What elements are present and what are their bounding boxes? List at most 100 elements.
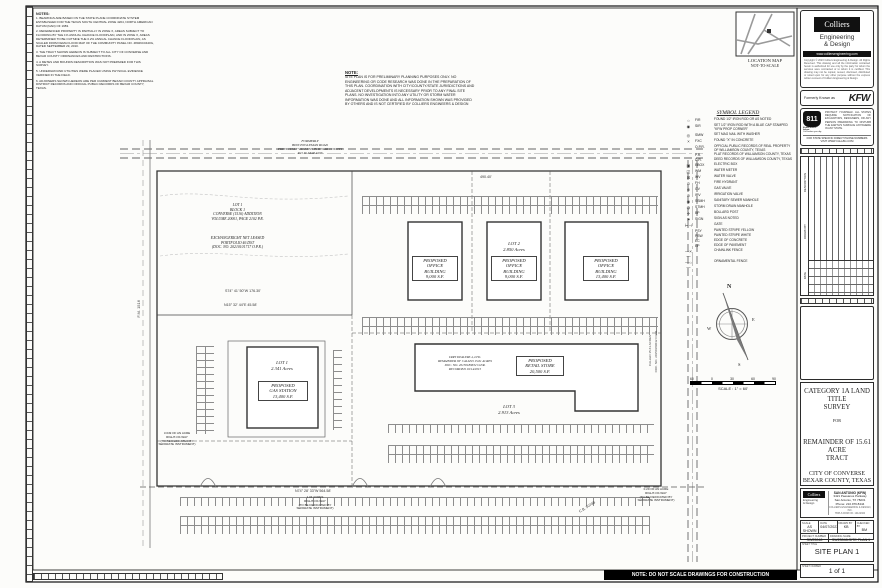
dirt-dealers-label: DIRT DEALERS 4, LTD. REMAINDER OF CALLED…	[438, 355, 492, 371]
legend-item: O.P.R.OFFICIAL PUBLIC RECORDS OF REAL PR…	[695, 143, 791, 152]
formerly-label: Formerly Known as	[804, 96, 835, 100]
sheet-number-label: SHEET NUMBER	[802, 565, 821, 568]
do-not-scale-banner: NOTE: DO NOT SCALE DRAWINGS FOR CONSTRUC…	[604, 570, 797, 580]
chainlink-fence-icon: —×—	[685, 249, 692, 260]
compass-south-label: S	[738, 362, 741, 367]
left-margin-ruler	[26, 6, 33, 582]
sheet-title-label: SHEET TITLE	[802, 543, 818, 546]
parking-row	[205, 346, 214, 434]
compass-north-label: N	[727, 284, 732, 290]
location-map-label: LOCATION MAP	[747, 58, 783, 63]
scale-bar-ticks: 60 0 30 60 90	[690, 377, 776, 381]
legend-item: ⊢⊣GATE	[684, 222, 723, 229]
irrigation-valve-icon: ⊘	[686, 193, 691, 199]
lot3-label: LOT 3 2.913 Acres	[498, 404, 520, 415]
legend-item: —○—ORNAMENTAL FENCE	[685, 259, 748, 271]
note-item: 4. A METES AND BOUNDS DESCRIPTION WAS NO…	[36, 59, 141, 68]
gas-station-label: PROPOSED GAS STATION 13,400 S.F.	[258, 381, 308, 401]
gate-icon: ⊢⊣	[684, 223, 693, 229]
call-811-logo: 811 Know what's below. Call before you d…	[803, 111, 823, 133]
parking-row	[196, 346, 205, 434]
row-dedication-center: 1.04 ACRES RIGHT-OF-WAY (TO BE DEDICATED…	[296, 495, 334, 511]
seal-box	[800, 306, 874, 380]
revision-table: DESCRIPTION DRAWN BY DATE	[800, 156, 874, 296]
lot1-label: LOT 1 2.341 Acres	[271, 360, 293, 371]
row-dedication-left: 3.049 OF AN ACRE RIGHT-OF-WAY (TO BE DED…	[158, 431, 196, 447]
call-811-panel: 811 Know what's below. Call before you d…	[800, 108, 874, 146]
legend-item: P.R.PLAT RECORDS OF WILLIAMSON COUNTY, T…	[695, 152, 791, 158]
preliminary-note: NOTE: SITE PLAN IS FOR PRELIMINARY PLANN…	[345, 70, 477, 107]
firm-address: SAN ANTONIO (KFW) 3421 Paesanos Parkway …	[829, 491, 871, 516]
fire-hydrant-icon: ⊙	[686, 181, 691, 187]
row-dedication-right: 0.29 OF AN ACRE RIGHT-OF-WAY (TO BE DEDI…	[637, 487, 675, 503]
parking-row	[180, 516, 650, 525]
legend-item: —×—CHAINLINK FENCE	[685, 248, 743, 260]
scale-caption: SCALE : 1" = 60'	[718, 386, 748, 391]
mag-nail-icon: ◎	[686, 132, 691, 138]
parcel-nw-owner: EXCHANGERIGHT NET LEASED PORTFOLIO 46 DS…	[210, 236, 265, 250]
storm-manhole-icon: ◍	[686, 205, 691, 211]
sheet-number-box: SHEET NUMBER 1 of 1	[800, 564, 874, 578]
called-acres-vertical-1: CALLED 15.61 ACRES	[648, 335, 652, 367]
colliers-copyright: Copyright © 2023 Colliers Engineering & …	[804, 59, 870, 81]
water-meter-icon: ◫	[686, 169, 691, 175]
road-label-fm1516: F.M. 1516	[136, 300, 141, 318]
set-iron-rod-icon: ◉	[686, 124, 691, 129]
preliminary-note-body: SITE PLAN IS FOR PRELIMINARY PLANNING PU…	[345, 75, 475, 107]
legend-title: SYMBOL LEGEND	[716, 110, 760, 116]
parking-row	[333, 350, 342, 430]
jurisdiction: CITY OF CONVERSE BEXAR COUNTY, TEXAS	[802, 470, 872, 485]
dimension-top: 490.40'	[480, 175, 492, 179]
survey-title: CATEGORY 1A LAND TITLE SURVEY	[804, 388, 870, 411]
parking-row	[180, 525, 650, 534]
bottom-margin-ruler	[33, 573, 223, 580]
electric-box-icon: ▣	[686, 163, 691, 169]
general-notes: NOTES: 1. BEARINGS ARE BASED ON THE STAT…	[36, 12, 154, 91]
bearing-bottom: N74° 28' 33"W 564.58'	[295, 489, 332, 493]
parking-row	[362, 326, 658, 335]
revision-table-grid	[809, 157, 873, 295]
note-item: 1. BEARINGS ARE BASED ON THE STATE PLANE…	[36, 16, 153, 28]
parcel-nw-label: LOT 1 BLOCK 1 CONVERSE (1516) ADDITION V…	[211, 203, 264, 221]
note-item: 2. REFERENCED PROPERTY IS PARTIALLY IN Z…	[36, 29, 154, 49]
call-811-visit: FOR STATE SPECIFIC DIRECT PHONE NUMBERS …	[803, 135, 871, 143]
location-map-scale: NOT-TO-SCALE	[750, 63, 780, 68]
found-x-icon: ×	[687, 138, 690, 144]
firm-info-box: Colliers Engineering & Design SAN ANTONI…	[800, 488, 874, 518]
note-item: 5. UNDERGROUND UTILITIES WERE PLACED USI…	[36, 69, 143, 77]
location-map: LOCATION MAP NOT-TO-SCALE	[736, 58, 794, 68]
note-item: 3. THE TRACT SHOWN HEREON IS SUBJECT TO …	[36, 50, 149, 58]
call-811-warning: PROTECT YOURSELF. ALL STATES REQUIRE NOT…	[825, 111, 871, 131]
811-shield-icon: 811	[803, 111, 821, 127]
compass-east-label: E	[752, 317, 755, 322]
parking-row	[362, 205, 658, 214]
scale-bar-segments	[690, 381, 776, 385]
revision-ruler-bottom	[800, 298, 874, 304]
office-building-1-label: PROPOSED OFFICE BUILDING 9,000 S.F.	[412, 256, 458, 282]
gas-valve-icon: ⊗	[686, 187, 691, 193]
bearing-left-1: S74° 41' 50"W 176.30'	[225, 289, 261, 293]
colliers-panel: Colliers Engineering & Design www.collie…	[800, 10, 874, 88]
revision-ruler-top	[800, 148, 874, 154]
